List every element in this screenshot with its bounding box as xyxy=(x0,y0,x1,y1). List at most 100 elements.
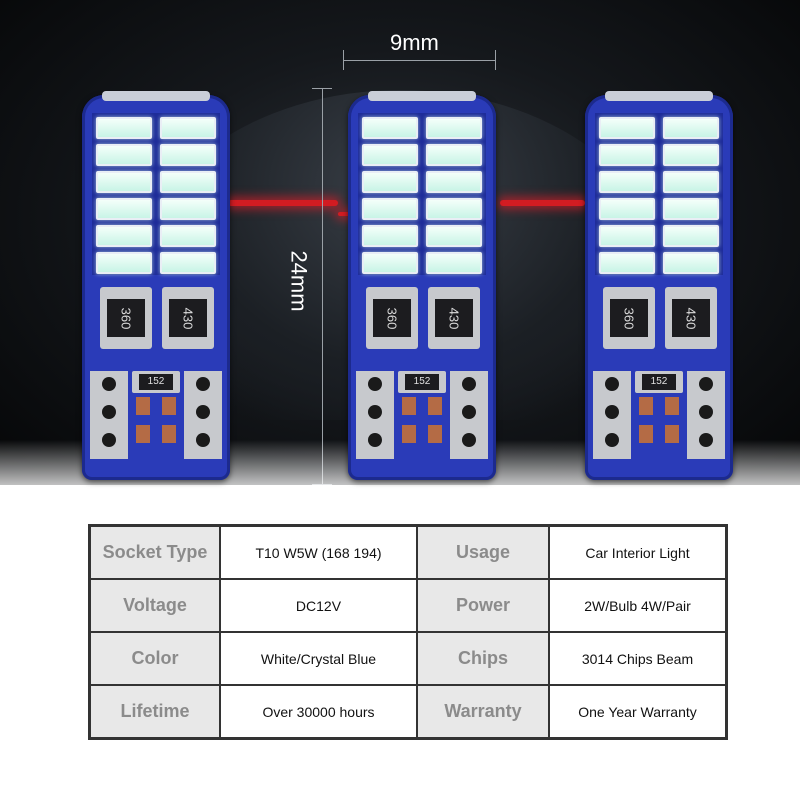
led-chip xyxy=(362,117,418,139)
via-hole xyxy=(605,405,619,419)
led-chip xyxy=(663,144,719,166)
spec-value: One Year Warranty xyxy=(549,685,726,738)
via-hole xyxy=(368,405,382,419)
led-chip xyxy=(96,252,152,274)
via-hole xyxy=(102,405,116,419)
spec-label: Lifetime xyxy=(90,685,220,738)
spec-label: Socket Type xyxy=(90,526,220,579)
contact-area xyxy=(593,371,631,459)
via-hole xyxy=(196,433,210,447)
resistor: 430 xyxy=(162,287,214,349)
resistor-marking: 360 xyxy=(610,299,648,337)
via-hole xyxy=(699,377,713,391)
solder-pad xyxy=(136,397,150,415)
width-dimension-tick-right xyxy=(495,50,496,70)
led-chip xyxy=(362,198,418,220)
contact-area xyxy=(184,371,222,459)
bulb-cap xyxy=(368,91,476,101)
spec-label: Chips xyxy=(417,632,549,685)
smd-chip: 152 xyxy=(398,371,446,393)
led-chip xyxy=(599,171,655,193)
led-chip xyxy=(160,144,216,166)
resistor-code: 430 xyxy=(683,307,699,329)
spec-value: T10 W5W (168 194) xyxy=(220,526,417,579)
led-chip xyxy=(663,171,719,193)
resistor-code: 430 xyxy=(180,307,196,329)
led-chip xyxy=(599,117,655,139)
led-chip xyxy=(426,117,482,139)
led-chip xyxy=(362,252,418,274)
contact-area xyxy=(450,371,488,459)
smd-chip: 152 xyxy=(132,371,180,393)
spec-value: DC12V xyxy=(220,579,417,632)
resistor-code: 360 xyxy=(118,307,134,329)
width-dimension-line xyxy=(343,60,496,61)
solder-pad xyxy=(639,425,653,443)
solder-pad xyxy=(665,397,679,415)
solder-pad xyxy=(162,425,176,443)
solder-pad xyxy=(428,397,442,415)
via-hole xyxy=(605,433,619,447)
led-chip xyxy=(96,198,152,220)
spec-label: Voltage xyxy=(90,579,220,632)
via-hole xyxy=(102,433,116,447)
led-chip xyxy=(362,225,418,247)
chip-code: 152 xyxy=(642,374,676,390)
resistor-code: 360 xyxy=(621,307,637,329)
led-chip xyxy=(96,171,152,193)
resistor-marking: 360 xyxy=(107,299,145,337)
led-chip xyxy=(599,144,655,166)
via-hole xyxy=(368,433,382,447)
led-chip xyxy=(160,117,216,139)
left-taillight xyxy=(228,200,338,206)
height-dimension-label: 24mm xyxy=(286,250,312,312)
width-dimension-label: 9mm xyxy=(390,30,439,55)
via-hole xyxy=(102,377,116,391)
height-dimension-tick-top xyxy=(312,88,332,89)
led-chip xyxy=(426,144,482,166)
via-hole xyxy=(196,405,210,419)
led-array xyxy=(358,113,486,275)
resistor-code: 360 xyxy=(384,307,400,329)
via-hole xyxy=(196,377,210,391)
resistor: 360 xyxy=(603,287,655,349)
via-hole xyxy=(368,377,382,391)
contact-area xyxy=(356,371,394,459)
resistor-marking: 430 xyxy=(435,299,473,337)
resistor: 360 xyxy=(366,287,418,349)
spec-value: 3014 Chips Beam xyxy=(549,632,726,685)
spec-label: Usage xyxy=(417,526,549,579)
solder-pad xyxy=(402,425,416,443)
led-chip xyxy=(160,171,216,193)
solder-pad xyxy=(136,425,150,443)
led-chip xyxy=(96,225,152,247)
led-bulb: 360 430 152 xyxy=(348,91,496,480)
led-chip xyxy=(599,252,655,274)
contact-area xyxy=(90,371,128,459)
bulb-cap xyxy=(102,91,210,101)
resistor: 430 xyxy=(428,287,480,349)
led-chip xyxy=(663,117,719,139)
chip-code: 152 xyxy=(405,374,439,390)
resistor: 430 xyxy=(665,287,717,349)
spec-value: 2W/Bulb 4W/Pair xyxy=(549,579,726,632)
solder-pad xyxy=(428,425,442,443)
spec-value: Car Interior Light xyxy=(549,526,726,579)
resistor-marking: 430 xyxy=(169,299,207,337)
spec-label: Color xyxy=(90,632,220,685)
resistor-code: 430 xyxy=(446,307,462,329)
led-chip xyxy=(599,225,655,247)
spec-value: Over 30000 hours xyxy=(220,685,417,738)
spec-label: Power xyxy=(417,579,549,632)
via-hole xyxy=(699,433,713,447)
chip-code: 152 xyxy=(139,374,173,390)
led-bulb: 360 430 152 xyxy=(585,91,733,480)
resistor-marking: 430 xyxy=(672,299,710,337)
smd-chip: 152 xyxy=(635,371,683,393)
led-chip xyxy=(96,117,152,139)
led-chip xyxy=(160,225,216,247)
led-chip xyxy=(160,252,216,274)
via-hole xyxy=(699,405,713,419)
right-taillight xyxy=(500,200,585,206)
